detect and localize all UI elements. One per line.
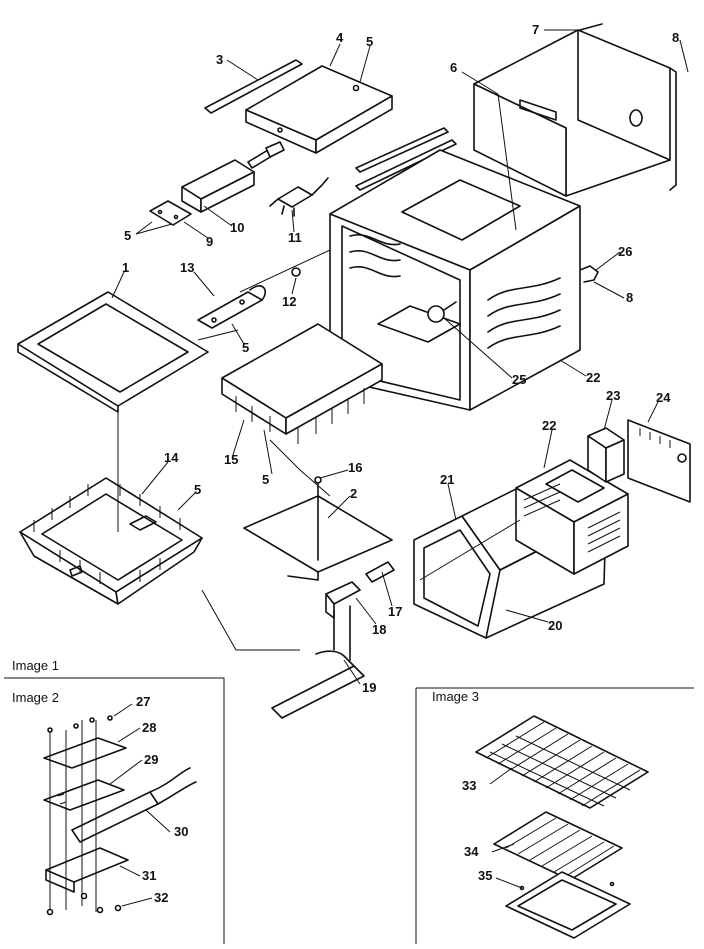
- assembly-lines: [117, 93, 521, 651]
- callout-25: 25: [512, 372, 526, 387]
- callout-24: 24: [656, 390, 671, 405]
- inset-label-image-1: Image 1: [12, 658, 59, 673]
- part-rear-housing: [473, 23, 677, 197]
- part-bracket: [149, 200, 192, 226]
- part-drip-tray: [19, 477, 203, 605]
- part-switch: [269, 177, 329, 217]
- image3-broil-rack: [493, 811, 623, 881]
- callout-20: 20: [548, 618, 562, 633]
- callout-17: 17: [388, 604, 402, 619]
- callout-5: 5: [242, 340, 249, 355]
- part-control-block: [587, 427, 625, 483]
- callout-5: 5: [262, 472, 269, 487]
- part-heating-plate: [221, 323, 383, 444]
- part-element-assembly: [243, 476, 393, 581]
- callout-30: 30: [174, 824, 188, 839]
- callout-21: 21: [440, 472, 454, 487]
- callout-15: 15: [224, 452, 238, 467]
- part-back-panel: [627, 419, 691, 503]
- callout-5: 5: [366, 34, 373, 49]
- inset-frames: [4, 677, 694, 944]
- callout-6: 6: [450, 60, 457, 75]
- image2-element-assembly: [43, 715, 197, 916]
- callout-8: 8: [626, 290, 633, 305]
- part-grommet: [291, 267, 301, 277]
- inset-label-image-3: Image 3: [432, 689, 479, 704]
- part-inner-box: [515, 459, 629, 575]
- callout-27: 27: [136, 694, 150, 709]
- callout-32: 32: [154, 890, 168, 905]
- callout-14: 14: [164, 450, 179, 465]
- callout-33: 33: [462, 778, 476, 793]
- part-motor: [181, 141, 285, 213]
- callout-31: 31: [142, 868, 156, 883]
- callout-2: 2: [350, 486, 357, 501]
- part-top-cover: [245, 65, 393, 154]
- callout-34: 34: [464, 844, 479, 859]
- callout-5: 5: [194, 482, 201, 497]
- callout-26: 26: [618, 244, 632, 259]
- callout-22: 22: [542, 418, 556, 433]
- callout-19: 19: [362, 680, 376, 695]
- callout-1: 1: [122, 260, 129, 275]
- image3-wire-rack: [475, 715, 649, 809]
- callout-7: 7: [532, 22, 539, 37]
- part-element-rod: [271, 605, 365, 719]
- callout-18: 18: [372, 622, 386, 637]
- part-side-rails: [355, 127, 457, 191]
- callout-4: 4: [336, 30, 344, 45]
- callout-5: 5: [124, 228, 131, 243]
- part-element-bracket: [197, 285, 266, 329]
- callout-23: 23: [606, 388, 620, 403]
- callout-labels: 3 4 5 6 7 8 5 9 10 11 1 13 12 26 8 5 25 …: [122, 22, 679, 905]
- callout-9: 9: [206, 234, 213, 249]
- callout-28: 28: [142, 720, 156, 735]
- callout-16: 16: [348, 460, 362, 475]
- inset-labels: Image 1 Image 2 Image 3: [12, 658, 479, 705]
- callout-8: 8: [672, 30, 679, 45]
- callout-29: 29: [144, 752, 158, 767]
- callout-leaders: [109, 29, 689, 907]
- callout-13: 13: [180, 260, 194, 275]
- part-door-panel: [17, 291, 209, 413]
- callout-11: 11: [288, 230, 302, 245]
- part-trim-strip: [204, 59, 303, 114]
- callout-22: 22: [586, 370, 600, 385]
- callout-10: 10: [230, 220, 244, 235]
- callout-3: 3: [216, 52, 223, 67]
- callout-12: 12: [282, 294, 296, 309]
- callout-35: 35: [478, 868, 492, 883]
- inset-label-image-2: Image 2: [12, 690, 59, 705]
- image3-pan: [505, 871, 631, 939]
- part-terminal-block: [325, 561, 395, 619]
